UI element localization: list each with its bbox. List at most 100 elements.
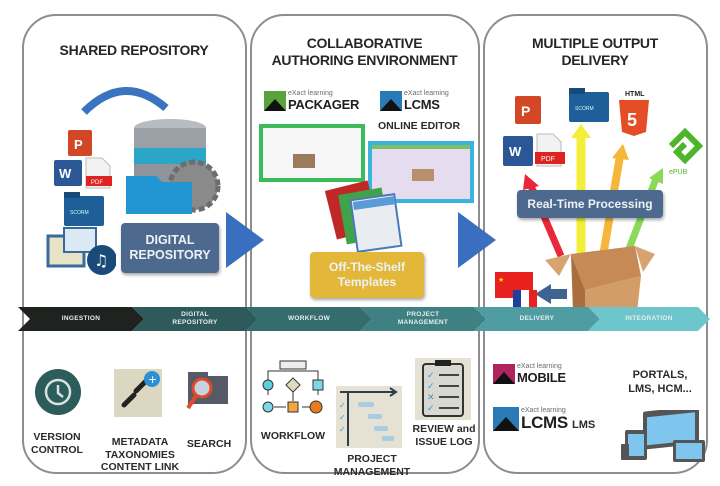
label-line: PORTALS, (632, 369, 688, 381)
label-line: CONTENT LINK (100, 461, 180, 473)
stage-delivery: DELIVERY (474, 307, 600, 331)
svg-text:✕: ✕ (427, 393, 435, 403)
templates-stack-icon (324, 180, 403, 253)
svg-text:PDF: PDF (541, 156, 555, 163)
portals-label: PORTALS, LMS, HCM... (619, 368, 701, 396)
authoring-environment-panel: COLLABORATIVE AUTHORING ENVIRONMENT eXac… (250, 14, 481, 478)
svg-text:SCORM: SCORM (70, 210, 89, 216)
packager-screenshot (259, 124, 365, 182)
panel-title: SHARED REPOSITORY (59, 42, 209, 58)
scorm-folder-icon: SCORM (64, 192, 104, 226)
gantt-icon: ✓ ✓ ✓ (336, 386, 402, 448)
stage-label: MANAGEMENT (397, 319, 449, 326)
svg-text:✓: ✓ (339, 413, 346, 422)
scorm-folder-icon: SCORM (569, 88, 609, 122)
title-line: AUTHORING ENVIRONMENT (271, 52, 458, 68)
history-clock-icon (35, 369, 81, 415)
epub-icon: ePUB (668, 127, 704, 176)
svg-text:✓: ✓ (339, 425, 346, 434)
mobile-logo: eXact learning MOBILE (493, 363, 566, 385)
svg-text:✓: ✓ (427, 371, 435, 381)
label-line: CONTROL (31, 443, 83, 456)
title-line: DELIVERY (561, 52, 629, 68)
templates-box: Off-The-Shelf Templates (310, 252, 424, 298)
stage-label: WORKFLOW (287, 315, 331, 322)
folder-search-icon (186, 372, 228, 410)
word-icon: W (503, 136, 533, 166)
lms-suffix: LMS (571, 419, 596, 431)
label-line: REVIEW and (412, 423, 476, 435)
brand-large: LCMS (521, 413, 568, 432)
templates-line2: Templates (337, 275, 397, 289)
online-editor-label: ONLINE EDITOR (378, 120, 461, 132)
stage-label: DELIVERY (519, 315, 555, 322)
templates-line1: Off-The-Shelf (329, 260, 405, 274)
input-files-group: P W PDF SCORM ♫ (46, 130, 116, 275)
label-line: METADATA (111, 436, 169, 448)
panel-title: COLLABORATIVE AUTHORING ENVIRONMENT (252, 35, 477, 69)
svg-text:+: + (148, 373, 157, 386)
title-line: MULTIPLE OUTPUT (532, 35, 658, 51)
svg-text:P: P (521, 103, 530, 119)
brand-small: eXact learning (521, 407, 566, 414)
project-management-label: PROJECT MANAGEMENT (322, 453, 422, 478)
brand-small: eXact learning (517, 363, 562, 370)
html5-icon: HTML 5 (619, 91, 649, 136)
powerpoint-icon: P (515, 96, 541, 124)
label-line: LMS, HCM... (628, 383, 692, 395)
word-icon: W (54, 160, 82, 186)
stage-label: INTEGRATION (625, 315, 673, 322)
devices-icon (621, 410, 705, 462)
title-line: COLLABORATIVE (306, 35, 423, 51)
powerpoint-icon: P (68, 130, 92, 156)
label-line: PROJECT (347, 453, 397, 465)
html5-label: HTML (625, 91, 645, 98)
workflow-label: WORKFLOW (260, 430, 326, 442)
stage-workflow: WORKFLOW (246, 307, 372, 331)
online-editor-screenshot (368, 141, 474, 203)
version-control-label: VERSION CONTROL (24, 431, 90, 456)
label-line: ISSUE LOG (415, 435, 473, 448)
shared-repository-panel: SHARED REPOSITORY P W PDF SCORM ♫ DIGITA… (22, 14, 247, 474)
svg-text:✓: ✓ (427, 404, 435, 414)
svg-text:✓: ✓ (427, 382, 435, 392)
review-issue-log-label: REVIEW and ISSUE LOG (407, 423, 481, 448)
lcms-logo: eXact learning LCMS (380, 90, 449, 112)
stage-label: PROJECT (406, 311, 440, 318)
workflow-icon (262, 360, 324, 414)
cycle-arrow-icon (81, 86, 169, 115)
digital-repository-line1: DIGITAL (145, 233, 195, 247)
brand-large: PACKAGER (288, 97, 360, 112)
flow-arrow-1 (226, 212, 264, 268)
pdf-icon: PDF (535, 133, 565, 167)
database-icon (126, 119, 221, 214)
media-icon (46, 227, 97, 268)
label-line: MANAGEMENT (333, 465, 411, 478)
svg-text:W: W (509, 144, 522, 159)
packager-logo: eXact learning PACKAGER (264, 90, 359, 112)
label-line: VERSION (33, 431, 81, 443)
music-icon: ♫ (87, 245, 116, 275)
svg-text:PDF: PDF (91, 180, 103, 186)
svg-text:♫: ♫ (94, 251, 108, 270)
folder-icon (126, 176, 192, 214)
digital-repository-box: DIGITAL REPOSITORY (121, 223, 219, 273)
brand-small: eXact learning (404, 90, 449, 97)
metadata-label: METADATA TAXONOMIES CONTENT LINK (92, 436, 188, 474)
svg-text:SCORM: SCORM (575, 106, 594, 112)
flow-arrow-2 (458, 212, 496, 268)
svg-text:✓: ✓ (339, 401, 346, 410)
svg-text:P: P (74, 137, 83, 152)
label-line: TAXONOMIES (105, 448, 175, 461)
svg-text:W: W (59, 166, 72, 181)
digital-repository-line2: REPOSITORY (129, 248, 211, 262)
stage-label: INGESTION (61, 315, 101, 322)
svg-text:5: 5 (627, 110, 637, 130)
link-add-icon: + (114, 369, 162, 417)
input-arrow (535, 284, 567, 304)
stage-ingestion: INGESTION (18, 307, 144, 331)
real-time-processing-box: Real-Time Processing (517, 190, 663, 218)
lcms-lms-logo: eXact learning LCMS LMS (493, 407, 595, 431)
